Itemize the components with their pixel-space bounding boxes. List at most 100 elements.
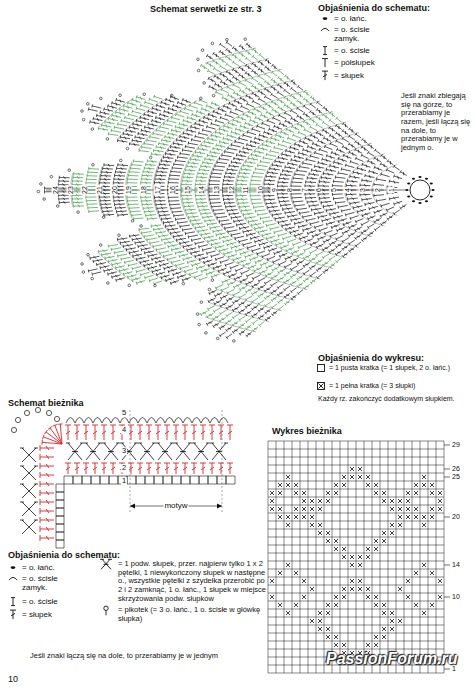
legend-symbol (11, 566, 16, 569)
picot (24, 410, 29, 415)
filled-cell-symbol (318, 383, 325, 390)
row-number: 14 (198, 185, 205, 195)
picot (197, 69, 200, 72)
chain-dot (431, 189, 434, 191)
diagram-title: Schemat serwetki ze str. 3 (150, 4, 262, 14)
runner-chart (11, 407, 235, 548)
chain-loops (66, 418, 228, 424)
stitch-row (181, 90, 309, 289)
picot (182, 282, 185, 285)
legend-symbol (318, 365, 325, 372)
row-number: 13 (212, 185, 219, 195)
row-tick (444, 669, 450, 670)
slip-stitch-symbol (11, 598, 15, 606)
chain-dot (430, 195, 433, 197)
picot (81, 110, 84, 113)
picot (200, 301, 203, 304)
picot (11, 427, 16, 432)
picot (77, 211, 80, 214)
crossed-stitch-column (20, 448, 38, 534)
legend-text: = słupek (22, 610, 52, 619)
picot (91, 277, 94, 280)
picot (46, 410, 51, 415)
stitch-row (127, 69, 284, 310)
stitch-row (45, 41, 233, 339)
legend-symbol (321, 28, 329, 31)
row-number: 10 (256, 185, 263, 195)
row-number: 12 (227, 185, 234, 195)
crossed-stitch-row (66, 443, 228, 460)
picot (82, 271, 85, 274)
picot (203, 82, 206, 85)
picot (131, 220, 134, 223)
double-stitch-symbol (322, 71, 328, 80)
row-number: 14 (452, 561, 460, 569)
picot (15, 417, 20, 422)
legend-text: = o. łańc. (334, 14, 367, 23)
stitch-row (277, 128, 354, 253)
chain-dot (405, 189, 408, 191)
stitch-row (99, 59, 271, 322)
grid-lines (268, 441, 444, 673)
note-text: Jeśli znaki łączą się na dole, to przera… (30, 652, 266, 661)
chain-dot (412, 178, 415, 180)
row-number: 20 (110, 185, 117, 195)
page-number: 10 (8, 674, 18, 684)
picot (119, 159, 122, 162)
row-number: 3 (121, 447, 127, 455)
picot (119, 94, 122, 97)
legend-text: = o. ścisłe (22, 597, 58, 606)
picot (208, 288, 211, 291)
chain-symbol (11, 566, 16, 569)
row-number: 19 (125, 185, 132, 195)
stitch-row (86, 53, 265, 326)
row-tick (444, 517, 450, 518)
row-tick (444, 597, 450, 598)
legend-text: = pikotek (= 3 o. łańc., 1 o. ścisłe w g… (118, 606, 266, 623)
legend-symbol (323, 47, 327, 55)
filled-cell-mark (270, 467, 442, 663)
picot (87, 103, 90, 106)
picot (128, 284, 131, 287)
picot (35, 407, 40, 412)
row-number: 4 (344, 187, 351, 193)
picot (56, 205, 59, 208)
stitch-row (387, 170, 407, 209)
stitch-row (318, 144, 374, 237)
picot (106, 138, 109, 141)
slip-closing-symbol (321, 28, 329, 31)
picot (154, 284, 157, 287)
row-tick (444, 445, 450, 446)
row-number: 2 (373, 187, 380, 193)
legend-heading: Objaśnienia do wykresu: (318, 353, 424, 363)
chain-dot (425, 178, 428, 180)
picot (118, 234, 121, 237)
legend-text: = 1 pusta kratka (= 1 słupek, 2 o. łańc.… (329, 364, 474, 372)
crossed-stitch-symbol (100, 559, 112, 569)
legend-symbols (9, 17, 329, 619)
legend-text: = słupek (334, 71, 364, 80)
watermark: PassionForum.ru (326, 650, 458, 668)
picot (68, 169, 71, 172)
row-number: 7 (300, 187, 307, 193)
legend-symbol (9, 577, 17, 580)
chain-arc (208, 101, 321, 279)
legend-heading: Objaśnienia do schematu: (318, 3, 430, 13)
note-text: Jeśli znaki zbiegają się na górze, to pr… (401, 92, 473, 152)
stitch-row (264, 122, 349, 257)
row-number: 10 (452, 593, 460, 601)
row-number: 16 (169, 185, 176, 195)
empty-cell-symbol (318, 365, 325, 372)
row-number: 1 (388, 187, 395, 193)
motif-label: motyw (163, 502, 188, 510)
picot (149, 156, 152, 159)
legend-text: = półsłupek (334, 58, 375, 67)
row-number: 5 (329, 187, 336, 193)
chain-arc (98, 59, 269, 322)
stitch-column (40, 445, 54, 541)
picot (211, 279, 214, 282)
row-number: 29 (452, 441, 460, 449)
row-number: 23 (66, 185, 73, 195)
double-stitch-symbol (10, 610, 16, 619)
